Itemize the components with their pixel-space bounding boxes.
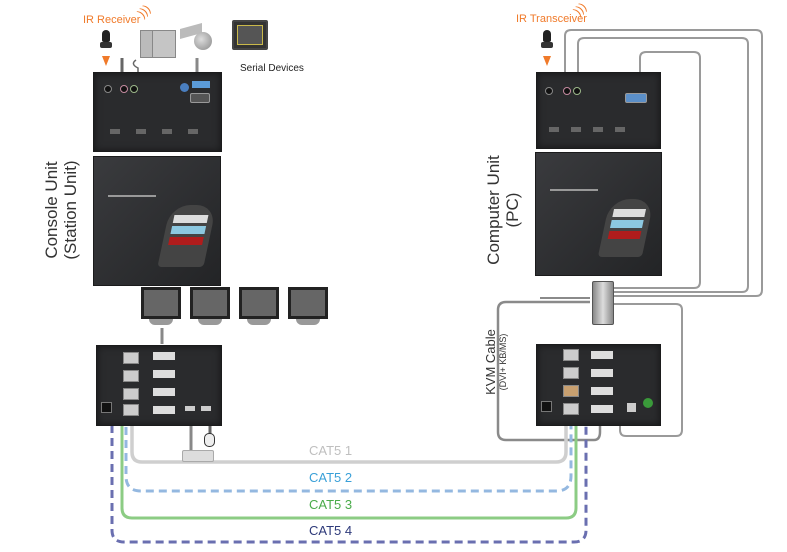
- computer-front-panel: [536, 72, 661, 149]
- kvm-cable-label: KVM Cable (DVI+ KB/MS): [483, 312, 510, 412]
- led-row: [110, 129, 198, 134]
- kvm-cable: [496, 300, 602, 442]
- serial-port[interactable]: [190, 93, 210, 103]
- ir-port[interactable]: [545, 87, 553, 95]
- unit-brand-text: [550, 189, 598, 191]
- computer-rear-panel: [536, 344, 661, 426]
- serial-port[interactable]: [625, 93, 647, 103]
- rj45-port[interactable]: [123, 352, 139, 364]
- serial-monitor-icon: [232, 20, 268, 50]
- dvi-port[interactable]: [591, 351, 613, 359]
- mic-port[interactable]: [120, 85, 128, 93]
- console-unit-label: Console Unit (Station Unit): [42, 150, 80, 270]
- console-front-panel: [93, 72, 222, 152]
- cable-label-cat5-4: CAT5 4: [309, 523, 353, 538]
- mic-port[interactable]: [563, 87, 571, 95]
- rj45-port[interactable]: [563, 367, 579, 379]
- dvi-port[interactable]: [153, 352, 175, 360]
- cable-label-cat5-3: CAT5 3: [309, 497, 353, 512]
- ir-transceiver-icon: [541, 30, 553, 54]
- console-unit-label-line2: (Station Unit): [61, 160, 80, 260]
- console-unit: [93, 156, 221, 286]
- ir-sensor-icon: [100, 30, 112, 54]
- ir-arrow-icon: [543, 56, 551, 66]
- speaker-connector: [132, 59, 139, 72]
- audio-port[interactable]: [130, 85, 138, 93]
- serial-cable: [564, 29, 763, 297]
- pc-tower-icon: [592, 281, 614, 325]
- unit-display: [597, 199, 655, 257]
- monitor-icon: [141, 287, 181, 329]
- monitor-icon: [190, 287, 230, 329]
- ps2-port[interactable]: [643, 398, 653, 408]
- rj45-port[interactable]: [123, 404, 139, 416]
- dvi-port[interactable]: [153, 370, 175, 378]
- cable-cat5-1: [130, 400, 568, 464]
- keyboard-icon: [182, 450, 214, 462]
- cable-label-cat5-1: CAT5 1: [309, 443, 353, 458]
- ir-port[interactable]: [104, 85, 112, 93]
- monitor-row: [141, 287, 341, 329]
- dip-switch[interactable]: [192, 81, 210, 88]
- dvi-port[interactable]: [591, 387, 613, 395]
- camera-icon: [180, 22, 212, 54]
- kvm-cable-label-line1: KVM Cable: [483, 329, 498, 395]
- mouse-icon: [204, 433, 215, 447]
- dvi-port[interactable]: [591, 405, 613, 413]
- cable-cat5-3: [120, 372, 578, 520]
- audio-port[interactable]: [573, 87, 581, 95]
- power-port[interactable]: [541, 401, 552, 412]
- ir-arrow-icon: [102, 56, 110, 66]
- rj45-port[interactable]: [123, 388, 139, 400]
- cable-cat5-2: [124, 388, 573, 493]
- serial-devices-label: Serial Devices: [240, 63, 304, 74]
- reset-button[interactable]: [180, 83, 189, 92]
- unit-display: [157, 205, 217, 267]
- dvi-port[interactable]: [153, 388, 175, 396]
- monitor-icon: [288, 287, 328, 329]
- kvm-cable-label-line2: (DVI+ KB/MS): [498, 333, 508, 391]
- unit-brand-text: [108, 195, 156, 197]
- console-unit-label-line1: Console Unit: [42, 161, 61, 259]
- kvm-usb-cable: [614, 303, 683, 437]
- speaker-right-icon: [152, 30, 176, 58]
- audio-cable: [577, 37, 749, 293]
- dvi-port[interactable]: [591, 369, 613, 377]
- usb-b-port[interactable]: [627, 403, 636, 412]
- ir-transceiver-label: IR Transceiver: [516, 13, 587, 25]
- computer-unit: [535, 152, 662, 276]
- rj45-port[interactable]: [563, 403, 579, 415]
- usb-port[interactable]: [201, 406, 211, 411]
- usb-port[interactable]: [185, 406, 195, 411]
- cable-cat5-4: [110, 360, 588, 544]
- computer-unit-label: Computer Unit (PC): [484, 150, 522, 270]
- ir-cable: [614, 51, 701, 289]
- computer-unit-label-line1: Computer Unit: [484, 155, 503, 265]
- cable-label-cat5-2: CAT5 2: [309, 470, 353, 485]
- dvi-port[interactable]: [153, 406, 175, 414]
- computer-unit-label-line2: (PC): [503, 192, 522, 228]
- console-rear-panel: [96, 345, 222, 426]
- led-row: [549, 127, 625, 132]
- monitor-icon: [239, 287, 279, 329]
- rj45-port[interactable]: [563, 385, 579, 397]
- power-port[interactable]: [101, 402, 112, 413]
- rj45-port[interactable]: [563, 349, 579, 361]
- rj45-port[interactable]: [123, 370, 139, 382]
- ir-receiver-label: IR Receiver: [83, 14, 141, 26]
